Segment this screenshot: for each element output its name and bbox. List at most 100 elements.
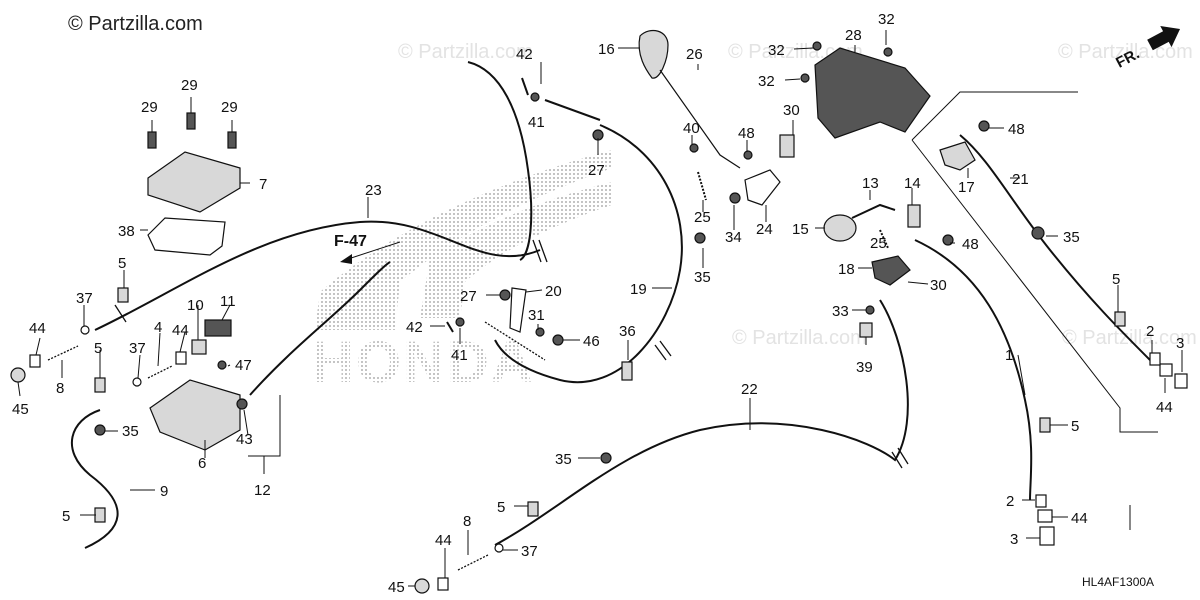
- reference-f47: F-47: [334, 233, 401, 264]
- cable-19: [494, 124, 683, 383]
- callout-2: 2: [1006, 493, 1014, 510]
- callout-3: 3: [1010, 531, 1018, 548]
- callout-4: 4: [154, 319, 162, 336]
- bracket-part-28: [814, 47, 931, 139]
- bolt-part-29: [186, 112, 196, 130]
- nut-part-45: [10, 367, 26, 383]
- callout-23: 23: [365, 182, 382, 199]
- spring-part-8: [457, 554, 489, 571]
- lever-part-13: [851, 203, 896, 219]
- bolt-part-30: [779, 134, 795, 158]
- callout-45: 45: [12, 401, 29, 418]
- callout-28: 28: [845, 27, 862, 44]
- callout-35: 35: [1063, 229, 1080, 246]
- callout-18: 18: [838, 261, 855, 278]
- housing-part-6: [149, 379, 241, 451]
- callout-25: 25: [870, 235, 887, 252]
- bracket-part-14: [907, 204, 921, 228]
- bushing-part-10: [191, 339, 207, 355]
- clip-part-36: [621, 361, 633, 381]
- arrow-head-icon: [340, 254, 352, 264]
- callout-10: 10: [187, 297, 204, 314]
- pin-part-42: [521, 77, 529, 96]
- nut-part-46: [552, 334, 564, 346]
- cable-22: [494, 299, 909, 546]
- callout-38: 38: [118, 223, 135, 240]
- break-mark: [654, 340, 672, 361]
- callout-13: 13: [862, 175, 879, 192]
- callout-35: 35: [122, 423, 139, 440]
- callout-2: 2: [1146, 323, 1154, 340]
- callout-7: 7: [259, 176, 267, 193]
- callout-45: 45: [388, 579, 405, 596]
- cap-part-44: [175, 351, 187, 365]
- callout-30: 30: [783, 102, 800, 119]
- nut-part-32: [883, 47, 893, 57]
- callout-41: 41: [528, 114, 545, 131]
- lever-part-26: [659, 69, 741, 169]
- callout-11: 11: [220, 293, 236, 310]
- clip-part-5: [527, 501, 539, 517]
- callout-40: 40: [683, 120, 700, 137]
- callout-30: 30: [930, 277, 947, 294]
- callout-26: 26: [686, 46, 703, 63]
- sleeve-part-3: [1039, 526, 1055, 546]
- callout-12: 12: [254, 482, 271, 499]
- callout-16: 16: [598, 41, 615, 58]
- callout-44: 44: [1156, 399, 1173, 416]
- clip-part-5: [94, 377, 106, 393]
- callout-5: 5: [1071, 418, 1079, 435]
- callout-9: 9: [160, 483, 168, 500]
- callout-48: 48: [962, 236, 979, 253]
- cover-part-7: [147, 151, 241, 213]
- adjuster-spring: [484, 321, 546, 361]
- callout-24: 24: [756, 221, 773, 238]
- bolt-part-29: [227, 131, 237, 149]
- clip-part-35: [694, 232, 706, 244]
- knob-part-16: [638, 29, 669, 79]
- callout-42: 42: [406, 319, 423, 336]
- cable-23: [94, 220, 541, 331]
- callout-17: 17: [958, 179, 975, 196]
- clamp-part-11: [204, 319, 232, 337]
- clip-part-35: [600, 452, 612, 464]
- callout-22: 22: [741, 381, 758, 398]
- clip-part-5: [117, 287, 129, 303]
- callout-31: 31: [528, 307, 545, 324]
- pin-part-31: [535, 327, 545, 337]
- cap-part-44: [1159, 363, 1173, 377]
- cap-part-44: [1037, 509, 1053, 523]
- callout-8: 8: [56, 380, 64, 397]
- section-frame: [911, 91, 1158, 433]
- spring-part-2: [1149, 352, 1161, 366]
- spring-part-8: [47, 345, 79, 361]
- callout-29: 29: [141, 99, 158, 116]
- nut-part-32: [812, 41, 822, 51]
- leader-lines: [17, 30, 1183, 587]
- cable-upper-loop: [467, 61, 533, 261]
- clip-part-35: [1031, 226, 1045, 240]
- clip-part-35: [94, 424, 106, 436]
- callout-35: 35: [555, 451, 572, 468]
- callout-43: 43: [236, 431, 253, 448]
- bolt-part-47: [217, 360, 227, 370]
- callout-5: 5: [118, 255, 126, 272]
- nut-part-33: [865, 305, 875, 315]
- spring-part-4: [147, 365, 173, 379]
- nut-part-32: [800, 73, 810, 83]
- nut-part-27: [499, 289, 511, 301]
- nut-part-45: [414, 578, 430, 594]
- callout-8: 8: [463, 513, 471, 530]
- callout-44: 44: [1071, 510, 1088, 527]
- cables: [71, 61, 1151, 549]
- break-mark: [891, 447, 909, 469]
- washer-part-48: [743, 150, 753, 160]
- callout-48: 48: [738, 125, 755, 142]
- washer-part-48: [978, 120, 990, 132]
- callout-5: 5: [1112, 271, 1120, 288]
- washer-part-40: [689, 143, 699, 153]
- front-arrow-icon: [1147, 25, 1181, 51]
- callout-32: 32: [768, 42, 785, 59]
- washer-part-37: [132, 377, 142, 387]
- callout-35: 35: [694, 269, 711, 286]
